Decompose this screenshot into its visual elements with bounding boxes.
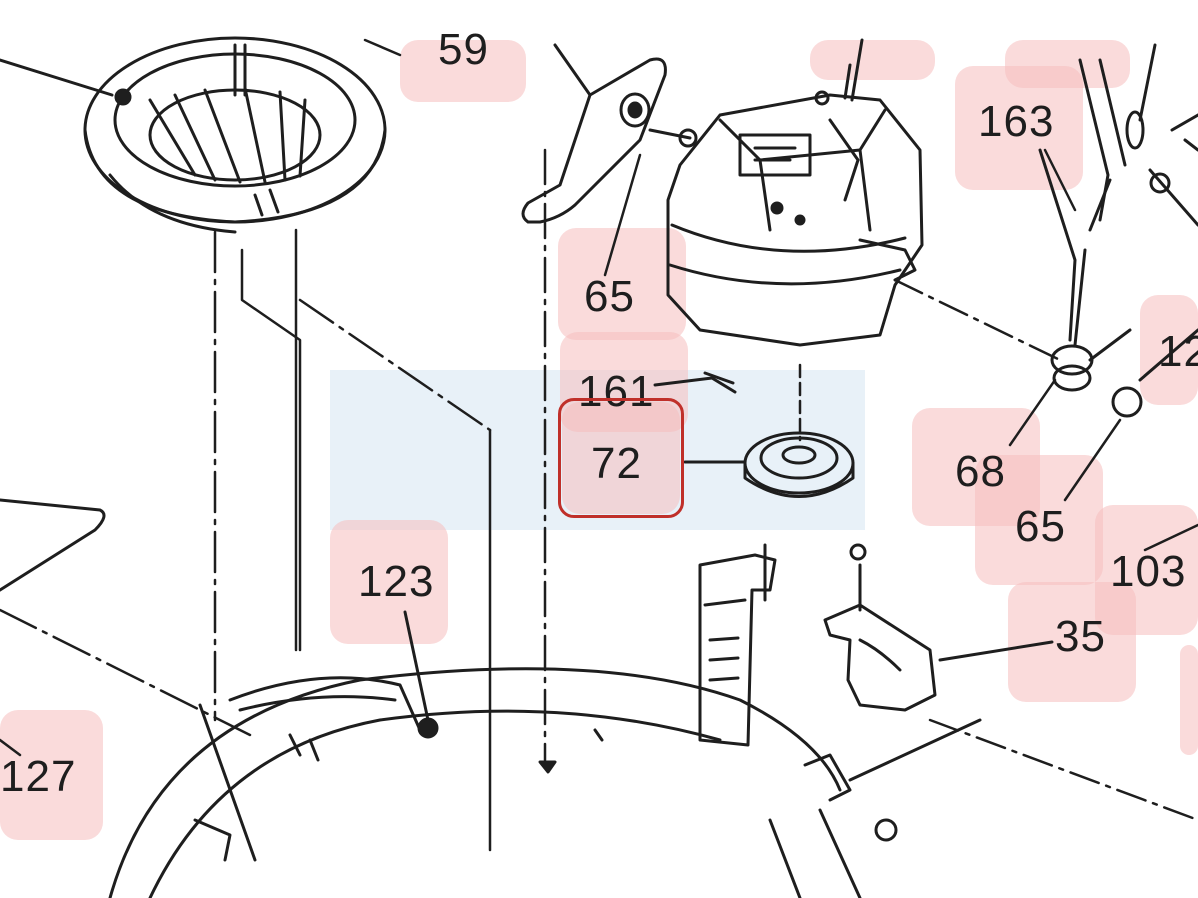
washer-part	[683, 431, 855, 498]
part-label-68: 68	[955, 447, 1006, 496]
label-highlight-123	[330, 520, 448, 644]
label-highlight-12	[1140, 295, 1198, 405]
selected-part-box	[558, 398, 684, 518]
pin-part	[653, 371, 737, 394]
label-highlight-72	[562, 402, 680, 514]
label-highlight-top-right	[810, 40, 935, 80]
part-label-12: 12	[1158, 327, 1198, 376]
leader-lines	[0, 38, 1198, 757]
label-highlight-163	[955, 66, 1083, 190]
label-highlight-35	[1008, 582, 1136, 702]
part-label-59: 59	[438, 25, 489, 74]
part-label-72: 72	[591, 439, 642, 488]
fuel-tube-part	[698, 543, 777, 747]
left-plate	[0, 498, 106, 592]
funnel-ring-part	[0, 36, 387, 234]
bracket-part	[521, 43, 698, 224]
part-label-123: 123	[358, 557, 435, 606]
part-label-35: 35	[1055, 612, 1106, 661]
housing-ring-part	[108, 610, 982, 898]
carburetor-part	[666, 38, 924, 347]
part-label-163: 163	[978, 97, 1055, 146]
label-highlight-127	[0, 710, 103, 840]
guide-lines	[0, 148, 1198, 852]
part-label-103: 103	[1110, 547, 1187, 596]
part-label-65-top: 65	[584, 272, 635, 321]
linkage-part	[1038, 43, 1198, 418]
part-label-161: 161	[578, 367, 655, 416]
label-highlight-59	[400, 40, 526, 102]
label-highlight-right-edge	[1180, 645, 1198, 755]
part-label-127: 127	[0, 752, 77, 801]
clip-part	[823, 543, 1054, 712]
part-label-65-right: 65	[1015, 502, 1066, 551]
label-highlight-65-top	[558, 228, 686, 340]
